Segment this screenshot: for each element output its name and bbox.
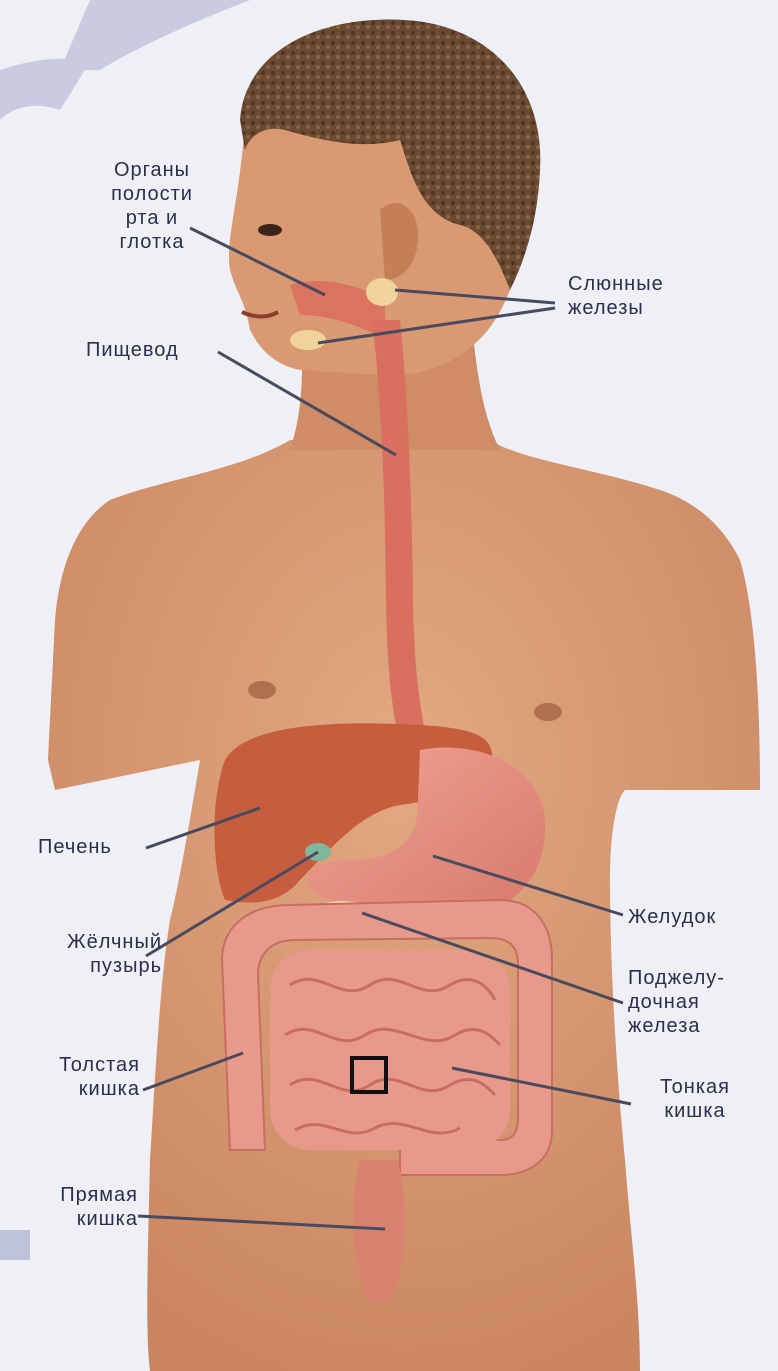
label-rectum: Прямая кишка — [28, 1183, 138, 1231]
label-line: железа — [628, 1014, 725, 1038]
label-line: Жёлчный — [20, 930, 162, 954]
background-swoosh — [0, 59, 90, 120]
label-line: кишка — [636, 1099, 754, 1123]
label-gallbladder: Жёлчный пузырь — [20, 930, 162, 978]
label-line: Прямая — [28, 1183, 138, 1207]
label-salivary-glands: Слюнные железы — [568, 272, 664, 320]
label-liver: Печень — [38, 835, 112, 859]
label-line: кишка — [30, 1077, 140, 1101]
background-swoosh — [60, 0, 250, 70]
label-line: Толстая — [30, 1053, 140, 1077]
label-line: Желудок — [628, 905, 716, 929]
label-line: Поджелу- — [628, 966, 725, 990]
parotid-gland — [366, 278, 398, 306]
nipple — [534, 703, 562, 721]
label-stomach: Желудок — [628, 905, 716, 929]
label-line: пузырь — [20, 954, 162, 978]
label-line: кишка — [28, 1207, 138, 1231]
label-esophagus: Пищевод — [86, 338, 179, 362]
eye — [258, 224, 282, 236]
label-pancreas: Поджелу- дочная железа — [628, 966, 725, 1038]
background-panel — [0, 1230, 30, 1260]
label-line: Слюнные — [568, 272, 664, 296]
label-colon: Толстая кишка — [30, 1053, 140, 1101]
label-line: железы — [568, 296, 664, 320]
label-line: Печень — [38, 835, 112, 859]
label-line: Органы — [88, 158, 216, 182]
label-line: Пищевод — [86, 338, 179, 362]
label-line: полости — [88, 182, 216, 206]
label-line: рта и — [88, 206, 216, 230]
label-line: глотка — [88, 230, 216, 254]
label-small-intestine: Тонкая кишка — [636, 1075, 754, 1123]
label-mouth-pharynx: Органы полости рта и глотка — [88, 158, 216, 254]
submandibular-gland — [290, 330, 326, 350]
label-line: дочная — [628, 990, 725, 1014]
label-line: Тонкая — [636, 1075, 754, 1099]
nipple — [248, 681, 276, 699]
